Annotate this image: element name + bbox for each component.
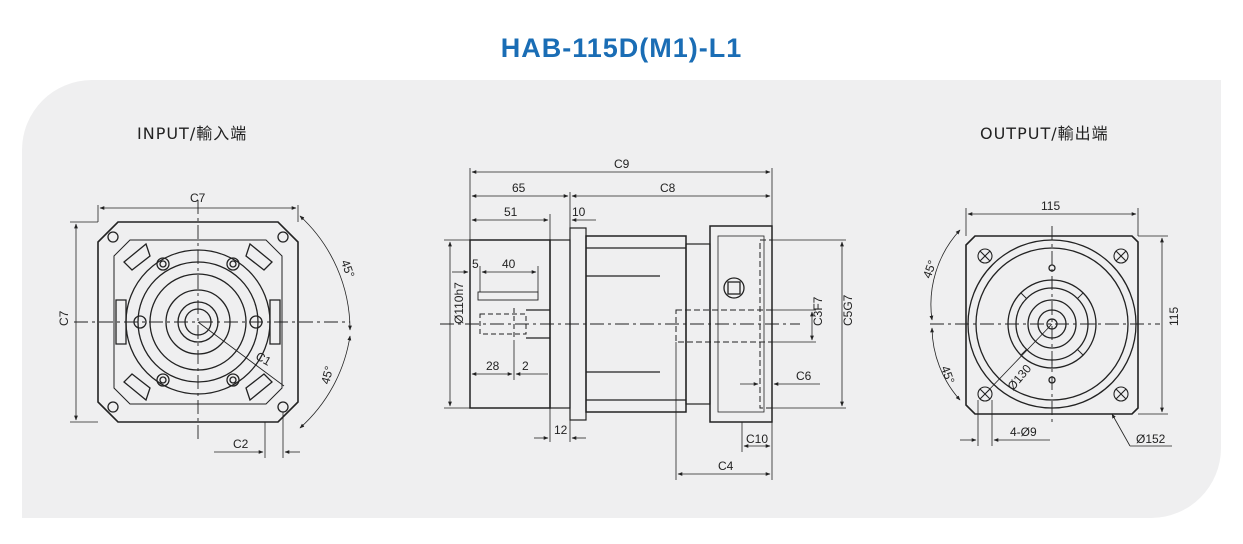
angle-45-lower: 45° bbox=[318, 364, 336, 385]
dia-152-label: Ø152 bbox=[1136, 432, 1166, 446]
c9-label: C9 bbox=[614, 157, 630, 171]
input-view-label: INPUT/輸入端 bbox=[137, 124, 248, 143]
dim-2-label: 2 bbox=[522, 359, 529, 373]
dim-115-right-label: 115 bbox=[1167, 307, 1181, 326]
dim-65-label: 65 bbox=[512, 181, 526, 195]
dim-115-top-label: 115 bbox=[1041, 199, 1060, 213]
dim-12-label: 12 bbox=[554, 423, 568, 437]
c8-label: C8 bbox=[660, 181, 676, 195]
holes-label: 4-Ø9 bbox=[1010, 425, 1037, 439]
dia-110-label: Ø110h7 bbox=[452, 282, 466, 324]
c3-label: C3F7 bbox=[811, 296, 825, 326]
dim-51-label: 51 bbox=[504, 205, 518, 219]
dim-28-label: 28 bbox=[486, 359, 500, 373]
dim-10-label: 10 bbox=[572, 205, 586, 219]
output-angle-45-lower: 45° bbox=[938, 364, 957, 386]
dia-130-label: Ø130 bbox=[1005, 361, 1035, 393]
c10-label: C10 bbox=[746, 432, 768, 446]
c7-left-label: C7 bbox=[57, 310, 71, 326]
side-view bbox=[440, 168, 846, 480]
output-view-label: OUTPUT/輸出端 bbox=[980, 124, 1109, 143]
drawing-panel bbox=[22, 80, 1221, 518]
c1-label: C1 bbox=[253, 349, 274, 369]
c5-label: C5G7 bbox=[841, 294, 855, 326]
c6-label: C6 bbox=[796, 369, 812, 383]
page-title: HAB-115D(M1)-L1 bbox=[500, 33, 743, 63]
angle-45-upper: 45° bbox=[338, 258, 357, 280]
input-view bbox=[70, 200, 352, 458]
c2-label: C2 bbox=[233, 437, 249, 451]
output-angle-45-upper: 45° bbox=[920, 258, 939, 280]
dim-5-label: 5 bbox=[472, 257, 479, 271]
output-view bbox=[929, 208, 1172, 447]
c7-top-label: C7 bbox=[190, 191, 206, 205]
c4-label: C4 bbox=[718, 459, 734, 473]
dim-40-label: 40 bbox=[502, 257, 516, 271]
